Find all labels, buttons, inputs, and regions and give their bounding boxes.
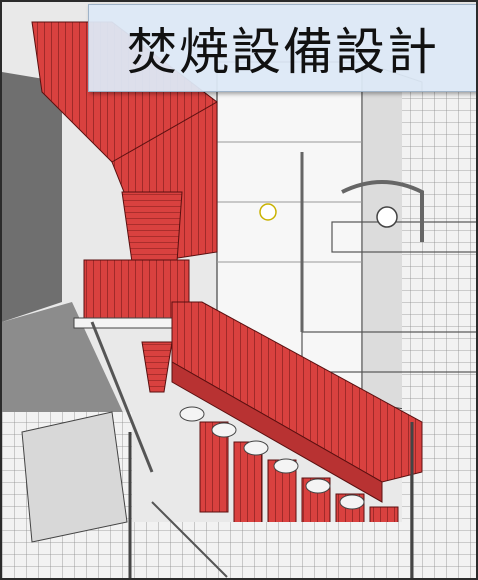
- air-chamber-2: [233, 441, 263, 528]
- inspection-port: [259, 203, 277, 221]
- right-platform-2: [301, 331, 476, 373]
- grate-lower-edge: [171, 361, 383, 503]
- left-wall-shadow: [2, 72, 62, 322]
- pipe-1: [341, 180, 424, 242]
- grate-actuators: [179, 406, 365, 510]
- right-platform-1: [331, 221, 476, 253]
- support-strut: [90, 321, 154, 473]
- feed-chute-funnel: [121, 191, 183, 263]
- lower-left-duct: [21, 411, 128, 543]
- title-box: 焚焼設備設計: [88, 4, 476, 92]
- ash-chute: [141, 341, 173, 393]
- valve: [376, 206, 398, 228]
- staircase: [151, 501, 228, 578]
- title-text: 焚焼設備設計: [127, 23, 439, 81]
- bottom-structure: [132, 522, 476, 578]
